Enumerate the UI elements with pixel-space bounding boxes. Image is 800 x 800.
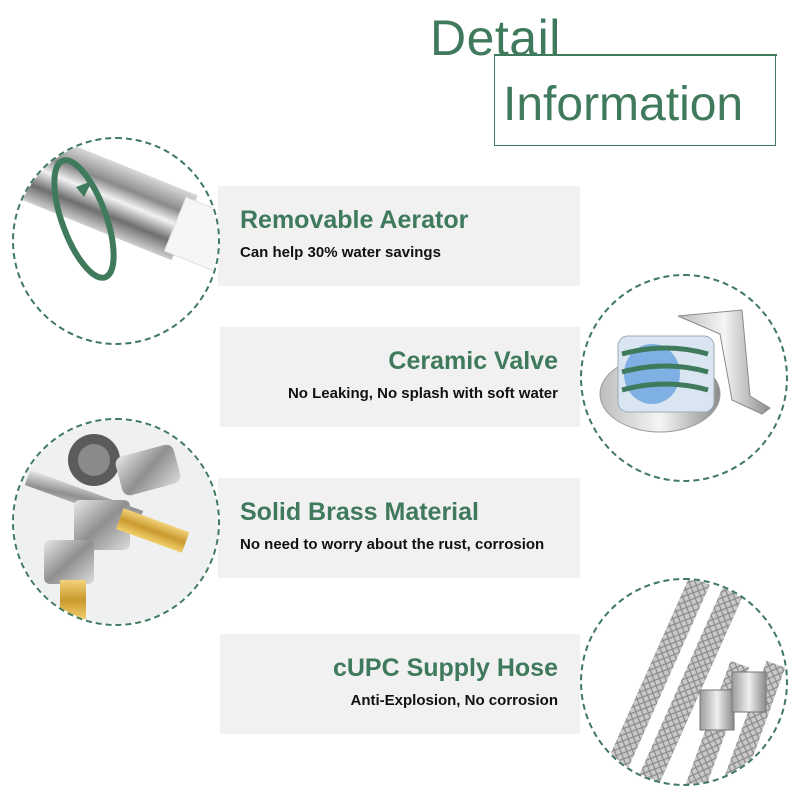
feature-card-brass: Solid Brass Material No need to worry ab…: [218, 478, 580, 578]
frame-top-line: [495, 54, 777, 56]
feature-subtitle: No need to worry about the rust, corrosi…: [240, 536, 545, 553]
feature-title: Ceramic Valve: [388, 347, 558, 375]
feature-card-supply-hose: cUPC Supply Hose Anti-Explosion, No corr…: [220, 634, 580, 734]
feature-title: Solid Brass Material: [240, 498, 479, 526]
feature-subtitle: Can help 30% water savings: [240, 244, 441, 261]
feature-title: cUPC Supply Hose: [332, 654, 558, 682]
ceramic-valve-photo: [580, 274, 788, 482]
title-information: Information: [503, 78, 744, 131]
title-information-frame: Information: [494, 54, 777, 146]
supply-hose-photo: [580, 578, 788, 786]
feature-subtitle: No Leaking, No splash with soft water: [287, 385, 558, 402]
aerator-photo: [12, 137, 220, 345]
feature-card-ceramic-valve: Ceramic Valve No Leaking, No splash with…: [220, 327, 580, 427]
feature-card-aerator: Removable Aerator Can help 30% water sav…: [218, 186, 580, 286]
title-detail: Detail: [430, 10, 561, 66]
frame-right-line: [774, 54, 776, 146]
brass-valve-photo: [12, 418, 220, 626]
feature-subtitle: Anti-Explosion, No corrosion: [350, 692, 558, 709]
feature-title: Removable Aerator: [240, 206, 469, 234]
